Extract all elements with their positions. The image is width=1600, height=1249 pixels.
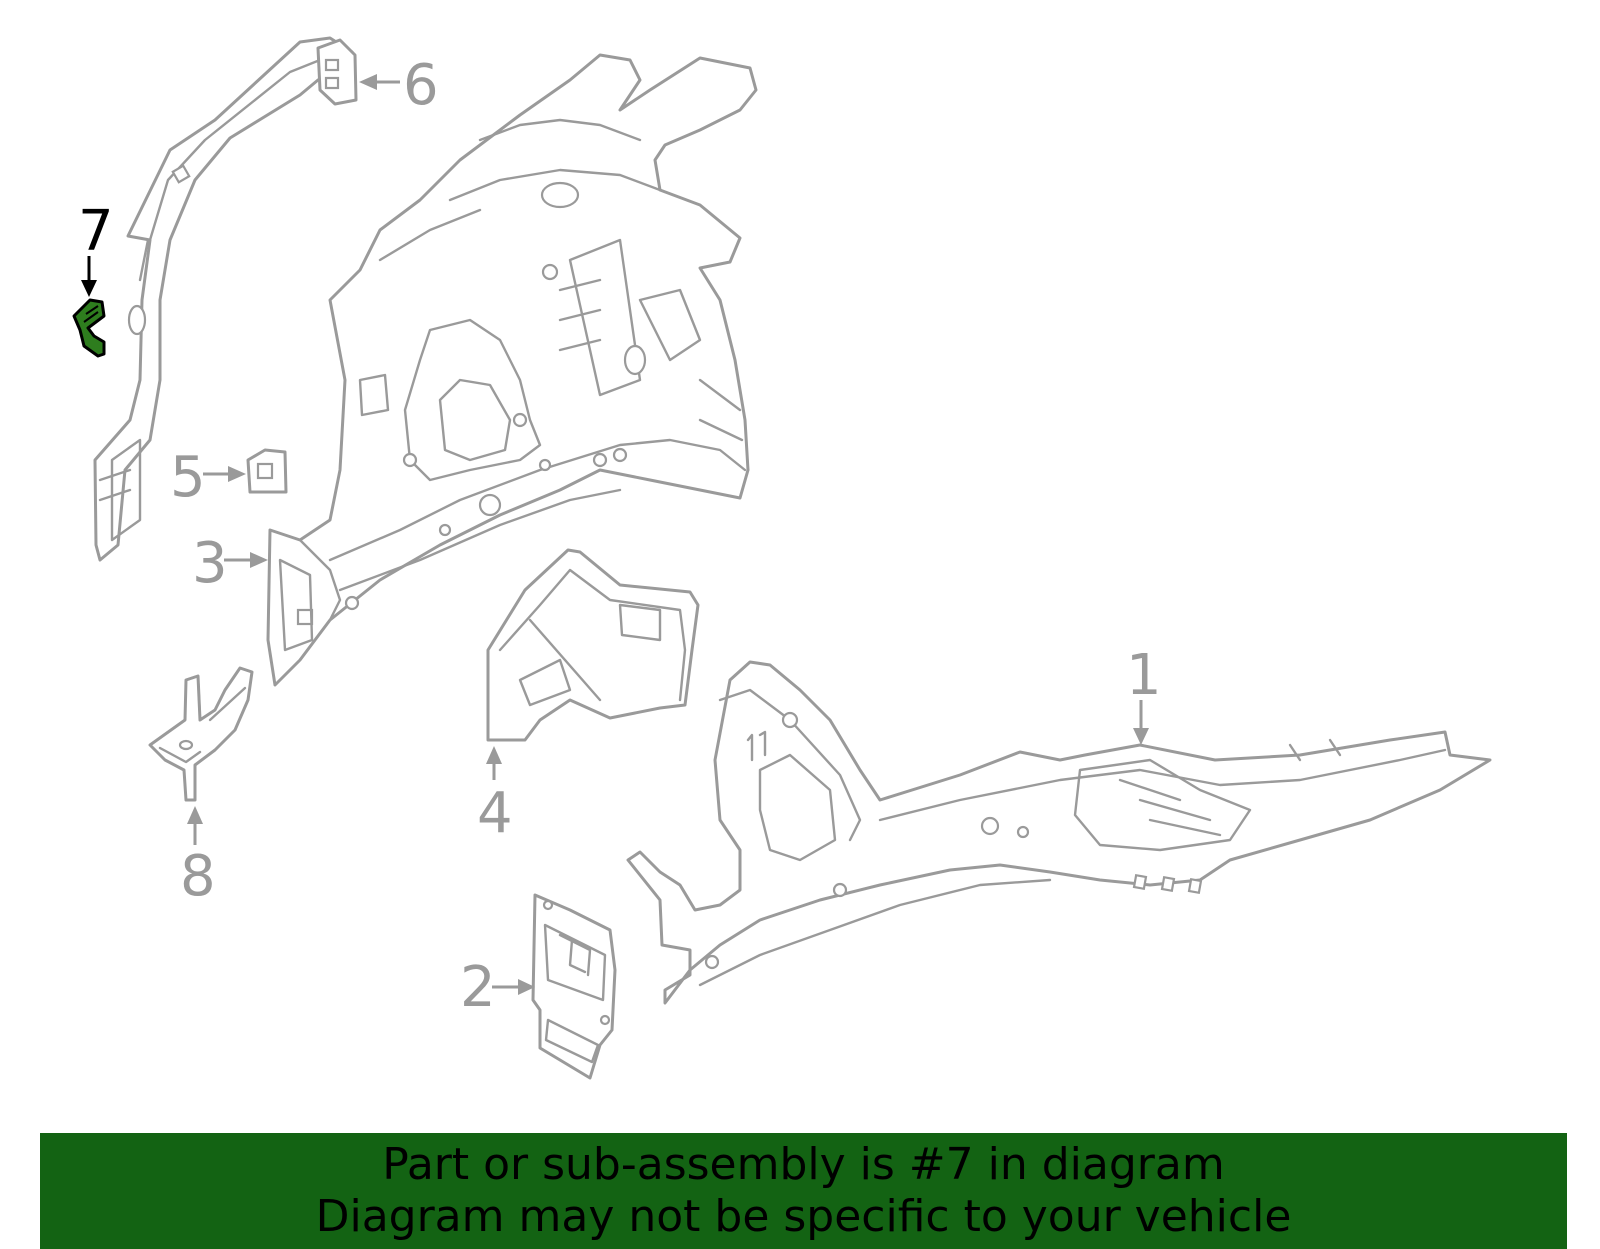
svg-text:5: 5 <box>170 445 206 510</box>
part-8-shock-bracket <box>148 666 254 802</box>
callout-1: 1 <box>1126 643 1162 745</box>
callout-8: 8 <box>180 806 216 909</box>
banner-line-disclaimer: Diagram may not be specific to your vehi… <box>315 1191 1292 1242</box>
part-1-frame-rail <box>626 660 1492 1005</box>
part-7-highlighted-bracket <box>72 298 106 358</box>
svg-text:3: 3 <box>192 531 228 596</box>
part-4-wheelhouse-panel <box>486 548 700 742</box>
info-banner: Part or sub-assembly is #7 in diagram Di… <box>40 1133 1567 1249</box>
part-6-bracket <box>316 38 358 106</box>
svg-text:1: 1 <box>1126 643 1162 708</box>
callout-2: 2 <box>460 955 535 1020</box>
callout-6: 6 <box>359 53 439 118</box>
callout-7: 7 <box>78 199 114 297</box>
part-5-bracket <box>246 448 288 494</box>
callout-4: 4 <box>477 746 513 846</box>
part-pillar-reinforcement <box>93 36 357 562</box>
svg-text:2: 2 <box>460 955 496 1020</box>
part-3-apron-assembly <box>266 53 758 687</box>
svg-text:4: 4 <box>477 781 513 846</box>
callout-3: 3 <box>192 531 268 596</box>
banner-line-part-info: Part or sub-assembly is #7 in diagram <box>382 1139 1225 1190</box>
svg-text:7: 7 <box>78 199 114 264</box>
callout-5: 5 <box>170 445 246 510</box>
parts-diagram: 1 2 3 4 5 6 7 8 <box>72 36 1492 1080</box>
svg-text:8: 8 <box>180 844 216 909</box>
part-2-reinforcement-plate <box>531 893 617 1080</box>
svg-text:6: 6 <box>403 53 439 118</box>
